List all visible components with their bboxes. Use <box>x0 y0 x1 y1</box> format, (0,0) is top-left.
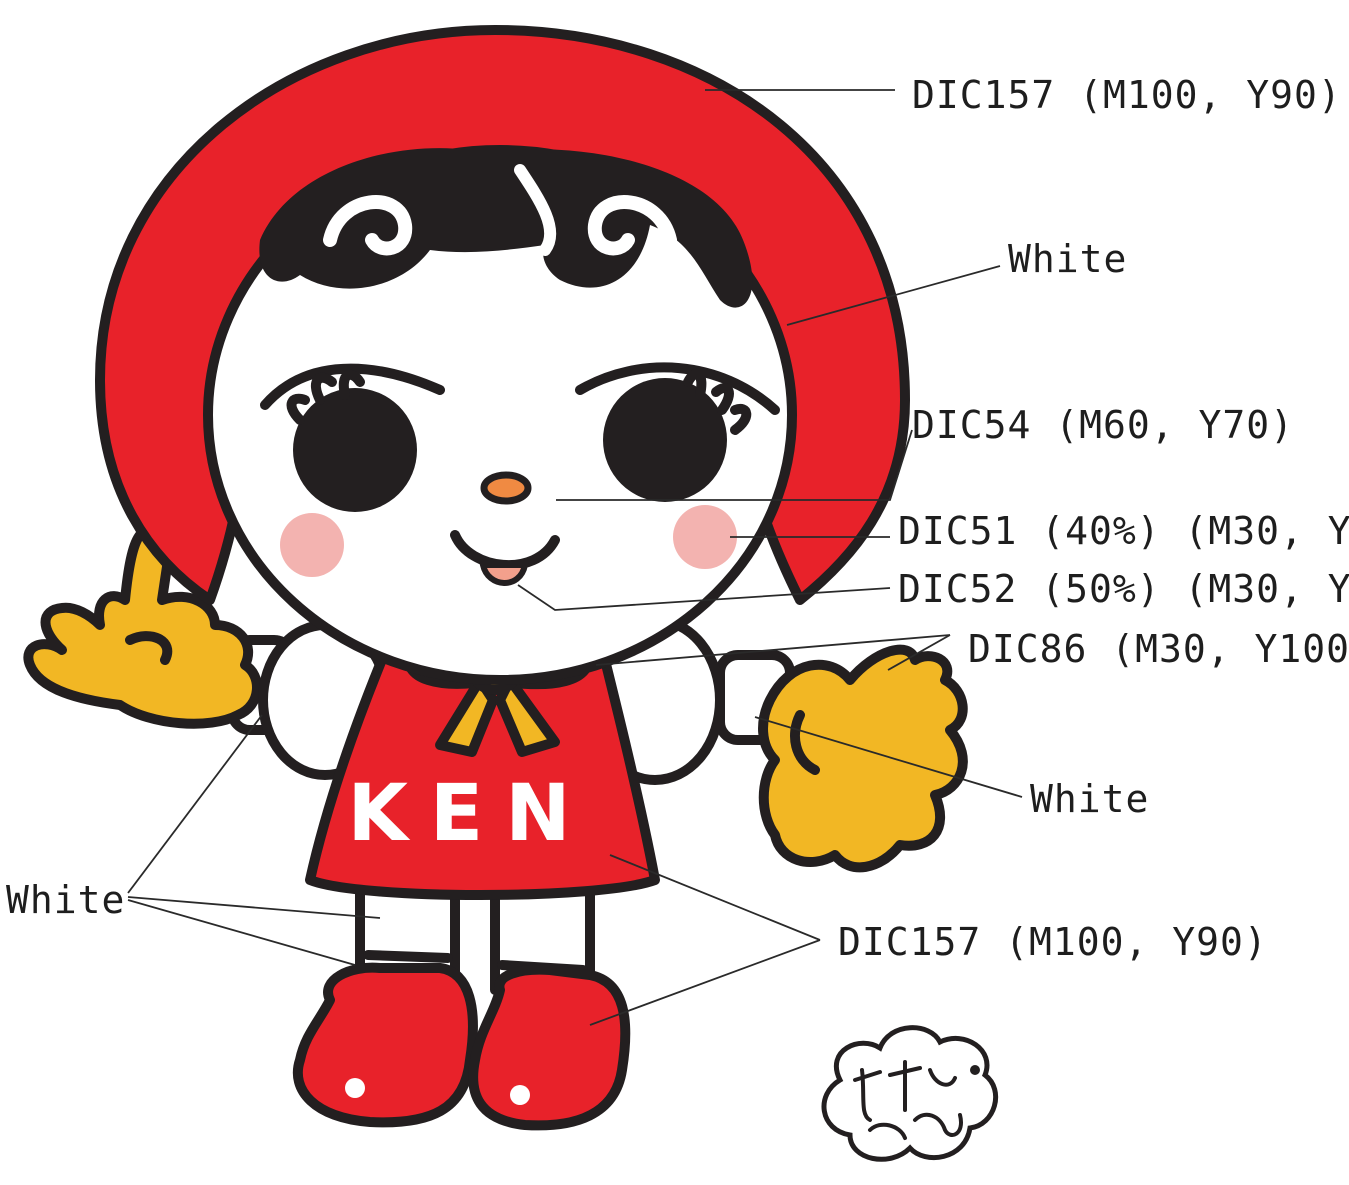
leader-dress-boot <box>589 854 821 1026</box>
label-sleeve-right: White <box>1030 777 1149 821</box>
dress <box>305 635 660 900</box>
hair <box>259 148 753 308</box>
label-hood: DIC157 (M100, Y90) <box>912 73 1342 117</box>
leader-lines <box>127 89 1023 1026</box>
right-eyebrow <box>575 362 780 415</box>
hair-center-curl <box>514 164 557 256</box>
left-eyebrow <box>260 363 445 410</box>
label-dress: DIC157 (M100, Y90) <box>838 920 1268 964</box>
label-tongue: DIC52 (50%) (M30, Y30) <box>898 567 1349 611</box>
leader-white-arm-left <box>127 714 263 894</box>
left-boot-dot <box>345 1078 365 1098</box>
right-eyelashes <box>683 368 752 435</box>
right-boot-dot <box>510 1085 530 1105</box>
hair-swirl-left <box>323 195 413 256</box>
leader-tongue <box>517 584 891 611</box>
right-glove <box>758 644 968 873</box>
leader-yellow-hand <box>887 634 951 671</box>
left-glove-crease <box>125 631 173 665</box>
leader-nose <box>556 429 913 501</box>
leader-white-sock <box>127 899 356 966</box>
hair-swirl-right <box>587 195 677 256</box>
leader-yellow-bow <box>595 634 951 666</box>
left-sock-line <box>363 950 453 963</box>
right-glove-crease <box>790 710 820 775</box>
shirt-text: KEN <box>347 769 592 859</box>
left-eye <box>293 388 417 512</box>
right-cheek <box>673 505 737 569</box>
nose <box>480 471 532 505</box>
signature-stamp-icon <box>821 1025 999 1162</box>
right-boot <box>468 964 631 1131</box>
label-yellow: DIC86 (M30, Y100) <box>968 627 1349 671</box>
label-cheek: DIC51 (40%) (M30, Y20) <box>898 509 1349 553</box>
left-cheek <box>280 513 344 577</box>
left-glove <box>23 523 262 729</box>
leader-white-leg <box>127 896 381 919</box>
right-hand-icon <box>715 644 968 873</box>
label-face: White <box>1008 237 1127 281</box>
left-eyelashes <box>286 369 365 425</box>
leader-face <box>786 265 1001 326</box>
label-white-left: White <box>6 878 125 922</box>
right-eye <box>603 378 727 502</box>
tongue <box>479 562 529 586</box>
leader-sleeve-right <box>754 716 1023 798</box>
label-nose: DIC54 (M60, Y70) <box>912 403 1294 447</box>
left-boot <box>292 962 478 1128</box>
